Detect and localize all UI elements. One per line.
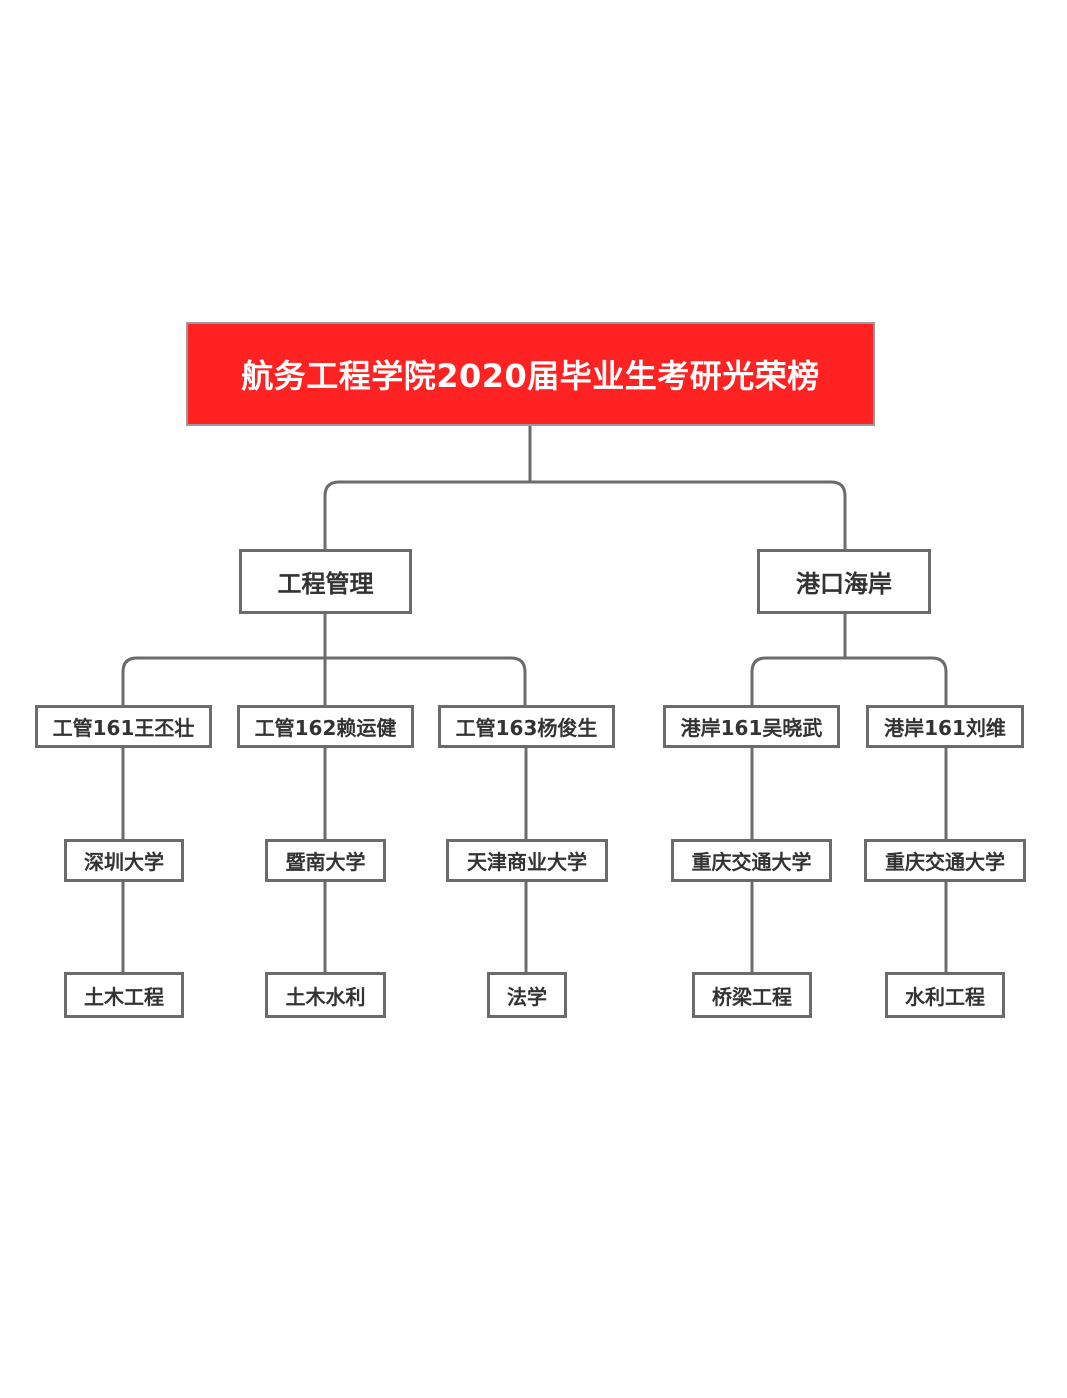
department-node: 工程管理 bbox=[239, 549, 412, 614]
student-node: 工管161王丕壮 bbox=[35, 705, 212, 748]
connector-dept-1-students bbox=[121, 613, 527, 706]
student-node: 港岸161吴晓武 bbox=[663, 705, 840, 748]
connector-root-departments bbox=[323, 426, 847, 549]
major-node: 水利工程 bbox=[885, 972, 1005, 1018]
student-node: 工管162赖运健 bbox=[237, 705, 414, 748]
root-title-node: 航务工程学院2020届毕业生考研光荣榜 bbox=[186, 322, 875, 426]
student-node: 港岸161刘维 bbox=[866, 705, 1024, 748]
major-node: 桥梁工程 bbox=[692, 972, 812, 1018]
university-node: 重庆交通大学 bbox=[671, 839, 832, 882]
university-node: 天津商业大学 bbox=[446, 839, 608, 882]
university-node: 暨南大学 bbox=[265, 839, 386, 882]
department-node: 港口海岸 bbox=[757, 549, 931, 614]
major-node: 土木工程 bbox=[64, 972, 184, 1018]
connector-dept-2-students bbox=[750, 613, 948, 706]
university-node: 深圳大学 bbox=[64, 839, 184, 882]
major-node: 法学 bbox=[487, 972, 567, 1018]
university-node: 重庆交通大学 bbox=[864, 839, 1026, 882]
major-node: 土木水利 bbox=[265, 972, 386, 1018]
student-node: 工管163杨俊生 bbox=[438, 705, 615, 748]
